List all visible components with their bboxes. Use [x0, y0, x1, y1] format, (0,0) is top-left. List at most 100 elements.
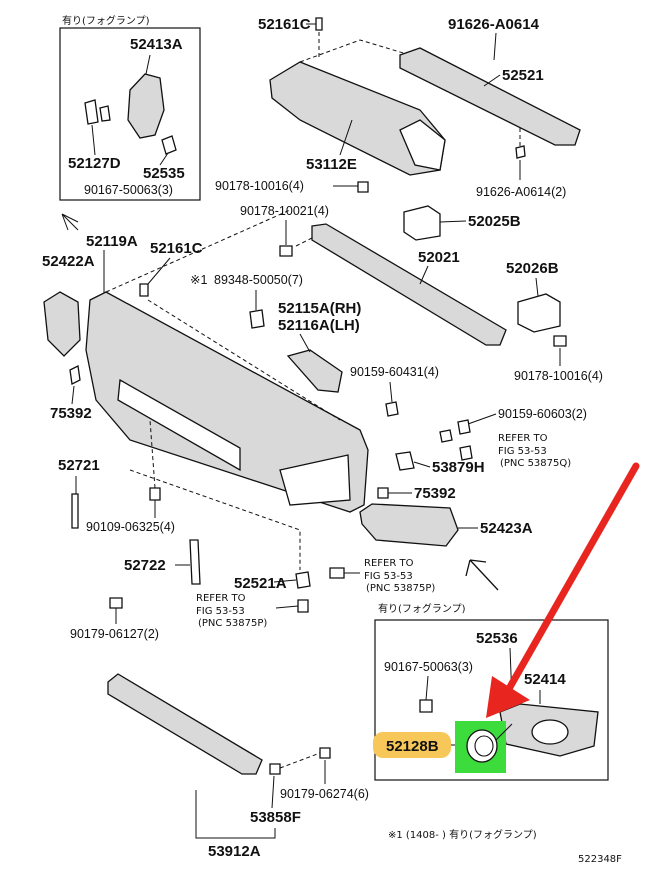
note-star: ※1: [190, 273, 207, 287]
seal-52722-part: [189, 539, 201, 585]
label-52127D: 52127D: [68, 155, 121, 172]
label-52119A: 52119A: [86, 233, 138, 250]
clip-75392-part: [69, 365, 81, 385]
label-53858F: 53858F: [250, 809, 301, 826]
label-91626-a: 91626-A0614: [448, 16, 540, 33]
label-52422A: 52422A: [42, 253, 95, 270]
label-52161C-top: 52161C: [258, 16, 311, 33]
clip-53858F-part: [269, 763, 281, 775]
label-90167-top: 90167-50063(3): [84, 183, 173, 197]
ref2-line-b: FIG 53-53: [364, 571, 413, 582]
ref1-line-b: FIG 53-53: [498, 446, 547, 457]
lower-spoiler-53912A-part: [107, 673, 263, 775]
screw-part: [315, 17, 323, 31]
label-53112E: 53112E: [306, 156, 357, 173]
clip-part-2: [99, 105, 111, 122]
label-52115A: 52115A(RH): [278, 300, 361, 317]
clip-part: [84, 99, 99, 125]
label-75392-a: 75392: [50, 405, 92, 422]
footnote: ※1 (1408- ) 有り(フォグランプ): [388, 828, 537, 841]
label-90159-60603: 90159-60603(2): [498, 407, 587, 421]
red-pointer-arrow-icon: [486, 462, 640, 718]
label-90109: 90109-06325(4): [86, 520, 175, 534]
bolt-60603-part-2: [439, 429, 453, 443]
inset-top-fog-lamp: 有り(フォグランプ) 52413A 52127D 52535 90167-500…: [59, 14, 201, 201]
inset-top-title: 有り(フォグランプ): [62, 14, 150, 27]
diagram-id: 522348F: [578, 854, 622, 865]
label-52128B: 52128B: [386, 738, 439, 755]
label-52414: 52414: [524, 671, 566, 688]
seal-52721-part: [71, 493, 79, 529]
direction-arrow-2-icon: [465, 559, 499, 591]
label-52536: 52536: [476, 630, 518, 647]
clip-89348-part: [249, 309, 265, 329]
label-52021: 52021: [418, 249, 460, 266]
side-retainer-part: [286, 349, 343, 393]
clip-75392-b-part: [377, 487, 389, 499]
bracket-52026B-part: [517, 293, 561, 333]
label-90179-06127: 90179-06127(2): [70, 627, 159, 641]
screw-90109-part: [149, 487, 161, 501]
fog-lamp-opening-part: [279, 454, 351, 506]
label-52116A: 52116A(LH): [278, 317, 360, 334]
ref3-line-c: (PNC 53875P): [198, 618, 267, 629]
fog-lamp-cover-part: [127, 73, 165, 139]
fog-lamp-bezel-right-part: [359, 503, 459, 547]
label-52413A: 52413A: [130, 36, 183, 53]
fog-lamp-bezel-left-part: [43, 291, 81, 357]
label-90159-60431: 90159-60431(4): [350, 365, 439, 379]
direction-arrow-icon: [61, 213, 79, 231]
label-52521A: 52521A: [234, 575, 287, 592]
ref1-line-c: (PNC 53875Q): [500, 458, 571, 469]
ref1-line-a: REFER TO: [498, 433, 548, 444]
label-52535: 52535: [143, 165, 185, 182]
label-52161C-mid: 52161C: [150, 240, 203, 257]
label-53879H: 53879H: [432, 459, 485, 476]
label-90178-10021: 90178-10021(4): [240, 204, 329, 218]
nut-10021-part: [279, 245, 293, 257]
clip-53879H-part: [395, 451, 415, 471]
ref2-line-a: REFER TO: [364, 558, 414, 569]
label-52722: 52722: [124, 557, 166, 574]
label-90167-bottom: 90167-50063(3): [384, 660, 473, 674]
fog-lamp-lens-part: [531, 719, 569, 745]
bracket-52025B-part: [403, 205, 441, 241]
retainer-end-part: [399, 119, 446, 171]
clip-91626-part: [515, 145, 526, 159]
bolt-ref2-part: [329, 567, 345, 579]
label-52026B: 52026B: [506, 260, 559, 277]
clip-52521A-part: [295, 571, 311, 589]
clip-90179-06274-part: [319, 747, 331, 759]
label-90178-4b: 90178-10016(4): [514, 369, 603, 383]
clip-ref1-part: [459, 445, 473, 461]
inset-bottom-title: 有り(フォグランプ): [378, 602, 466, 615]
front-bumper-cover-part: [85, 291, 369, 513]
inset-bottom-fog-lamp: 有り(フォグランプ) 52536 90167-50063(3) 52414 52…: [373, 602, 609, 781]
label-89348: 89348-50050(7): [214, 273, 303, 287]
ref3-line-b: FIG 53-53: [196, 606, 245, 617]
label-53912A: 53912A: [208, 843, 261, 860]
label-52721: 52721: [58, 457, 100, 474]
bolt-60603-part: [457, 419, 471, 435]
reinforcement-52021-part: [311, 223, 507, 346]
label-52025B: 52025B: [468, 213, 521, 230]
label-52423A: 52423A: [480, 520, 533, 537]
label-52521: 52521: [502, 67, 544, 84]
label-90178-4a: 90178-10016(4): [215, 179, 304, 193]
bolt-ref3-part: [297, 599, 309, 613]
nut-90178-b-part: [553, 335, 567, 347]
nut-90179-06127-part: [109, 597, 123, 609]
label-90179-06274: 90179-06274(6): [280, 787, 369, 801]
ref3-line-a: REFER TO: [196, 593, 246, 604]
screw-52161C-part: [139, 283, 149, 297]
bumper-grille-opening-part: [117, 378, 241, 472]
nut-part: [161, 135, 177, 155]
label-75392-b: 75392: [414, 485, 456, 502]
nut-90178-part: [357, 181, 369, 193]
bolt-60431-part: [385, 401, 399, 417]
upper-retainer-52521-part: [399, 47, 581, 146]
ref2-line-c: (PNC 53875P): [366, 583, 435, 594]
screw-90167-part: [419, 699, 433, 713]
highlight-label-bg: [373, 732, 451, 758]
